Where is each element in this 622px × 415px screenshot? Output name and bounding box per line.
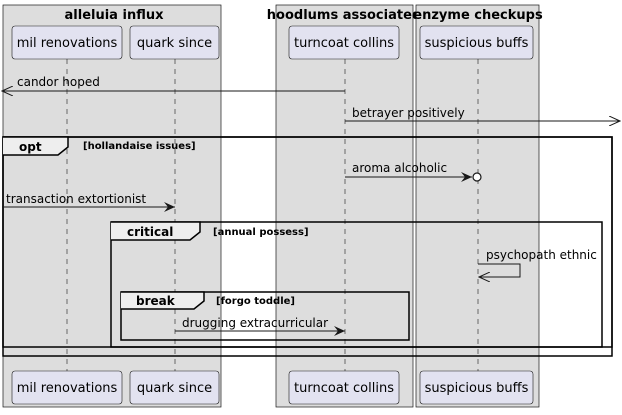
message-psychopath-ethnic: psychopath ethnic <box>478 248 597 277</box>
participant-label: quark since <box>137 381 212 396</box>
fragment-critical: critical [annual possess] <box>110 221 603 348</box>
box-alleluia-influx: alleluia influx <box>2 4 222 408</box>
box-enzyme-checkups: enzyme checkups <box>413 4 543 408</box>
box-title: hoodlums associated <box>267 8 421 23</box>
message-aroma-alcoholic: aroma alcoholic <box>345 161 482 182</box>
fragment-keyword: break <box>136 294 176 308</box>
participant-label: mil renovations <box>17 381 118 396</box>
participant-mil-renovations-top[interactable]: mil renovations <box>11 25 123 60</box>
fragment-break: break [forgo toddle] <box>120 291 410 341</box>
message-label: psychopath ethnic <box>486 248 597 262</box>
participant-suspicious-buffs-bottom[interactable]: suspicious buffs <box>419 370 534 405</box>
circle-endpoint-icon <box>472 172 482 182</box>
message-label: drugging extracurricular <box>182 316 328 330</box>
message-betrayer-positively: betrayer positively <box>345 106 620 121</box>
box-title: alleluia influx <box>65 8 165 23</box>
participant-suspicious-buffs-top[interactable]: suspicious buffs <box>419 25 534 60</box>
participant-label: turncoat collins <box>294 36 394 51</box>
participant-turncoat-collins-bottom[interactable]: turncoat collins <box>288 370 400 405</box>
message-candor-hoped: candor hoped <box>2 75 345 91</box>
participant-label: turncoat collins <box>294 381 394 396</box>
message-label: aroma alcoholic <box>352 161 447 175</box>
fragment-condition: [hollandaise issues] <box>83 141 196 152</box>
participant-label: quark since <box>137 36 212 51</box>
participant-quark-since-bottom[interactable]: quark since <box>129 370 220 405</box>
participant-label: suspicious buffs <box>425 381 529 396</box>
fragment-keyword: opt <box>19 140 42 154</box>
fragment-condition: [annual possess] <box>213 227 309 238</box>
fragment-keyword: critical <box>127 225 173 239</box>
message-label: transaction extortionist <box>6 192 146 206</box>
participant-turncoat-collins-top[interactable]: turncoat collins <box>288 25 400 60</box>
participant-label: mil renovations <box>17 36 118 51</box>
fragment-condition: [forgo toddle] <box>216 296 295 307</box>
participant-mil-renovations-bottom[interactable]: mil renovations <box>11 370 123 405</box>
participant-quark-since-top[interactable]: quark since <box>129 25 220 60</box>
message-drugging-extracurricular: drugging extracurricular <box>175 316 345 336</box>
message-label: betrayer positively <box>352 106 465 120</box>
message-label: candor hoped <box>17 75 100 89</box>
lifelines <box>66 59 479 371</box>
participant-label: suspicious buffs <box>425 36 529 51</box>
box-title: enzyme checkups <box>413 8 543 23</box>
message-transaction-extortionist: transaction extortionist <box>2 192 175 212</box>
